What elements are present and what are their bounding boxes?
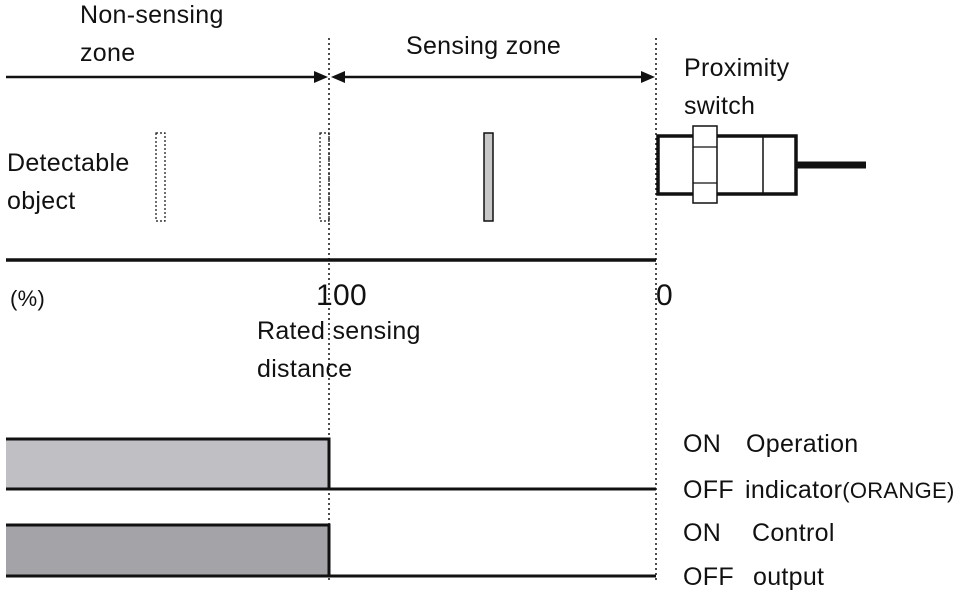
indicator-color-text: (ORANGE) (842, 478, 955, 503)
scale-unit-label: (%) (10, 286, 46, 311)
proximity-switch-label-1: Proximity (684, 54, 790, 82)
output-on-label: ON (683, 519, 722, 547)
proximity-switch-body (656, 134, 798, 196)
output-title-1: Control (752, 519, 835, 547)
rated-value-label: 100 (316, 279, 367, 312)
object-position-boundary (319, 132, 330, 222)
indicator-on-region (6, 439, 329, 489)
output-signal-line (6, 523, 656, 578)
non-sensing-zone-line2: zone (80, 39, 136, 67)
indicator-signal-line (6, 437, 656, 491)
indicator-off-label: OFF (683, 476, 734, 504)
zero-value-label: 0 (656, 279, 673, 312)
output-on-region (6, 525, 329, 576)
sensing-arrowhead-right (641, 71, 655, 83)
non-sensing-arrowhead (314, 71, 328, 83)
detectable-object-label-2: object (7, 187, 76, 215)
output-title-2: output (753, 563, 825, 591)
proximity-switch-nut (692, 125, 718, 204)
object-position-outside (155, 132, 166, 222)
object-position-inside (483, 132, 494, 222)
sensing-arrowhead-left (331, 71, 345, 83)
rated-sensing-label-2: distance (257, 355, 353, 383)
sensing-zone-label: Sensing zone (406, 32, 562, 60)
output-off-label: OFF (683, 563, 734, 591)
indicator-title-2: indicator(ORANGE) (745, 471, 955, 510)
indicator-title-2-text: indicator (745, 476, 843, 504)
indicator-on-label: ON (683, 430, 722, 458)
non-sensing-zone-label-2: zone (80, 34, 135, 72)
non-sensing-zone-line1: Non-sensing (80, 1, 224, 29)
detectable-object-label-1: Detectable (7, 149, 130, 177)
indicator-title-1: Operation (746, 430, 859, 458)
rated-sensing-label-1: Rated sensing (257, 317, 421, 345)
proximity-switch-label-2: switch (684, 92, 756, 120)
non-sensing-zone-label-1: Non-sensing (80, 0, 224, 34)
